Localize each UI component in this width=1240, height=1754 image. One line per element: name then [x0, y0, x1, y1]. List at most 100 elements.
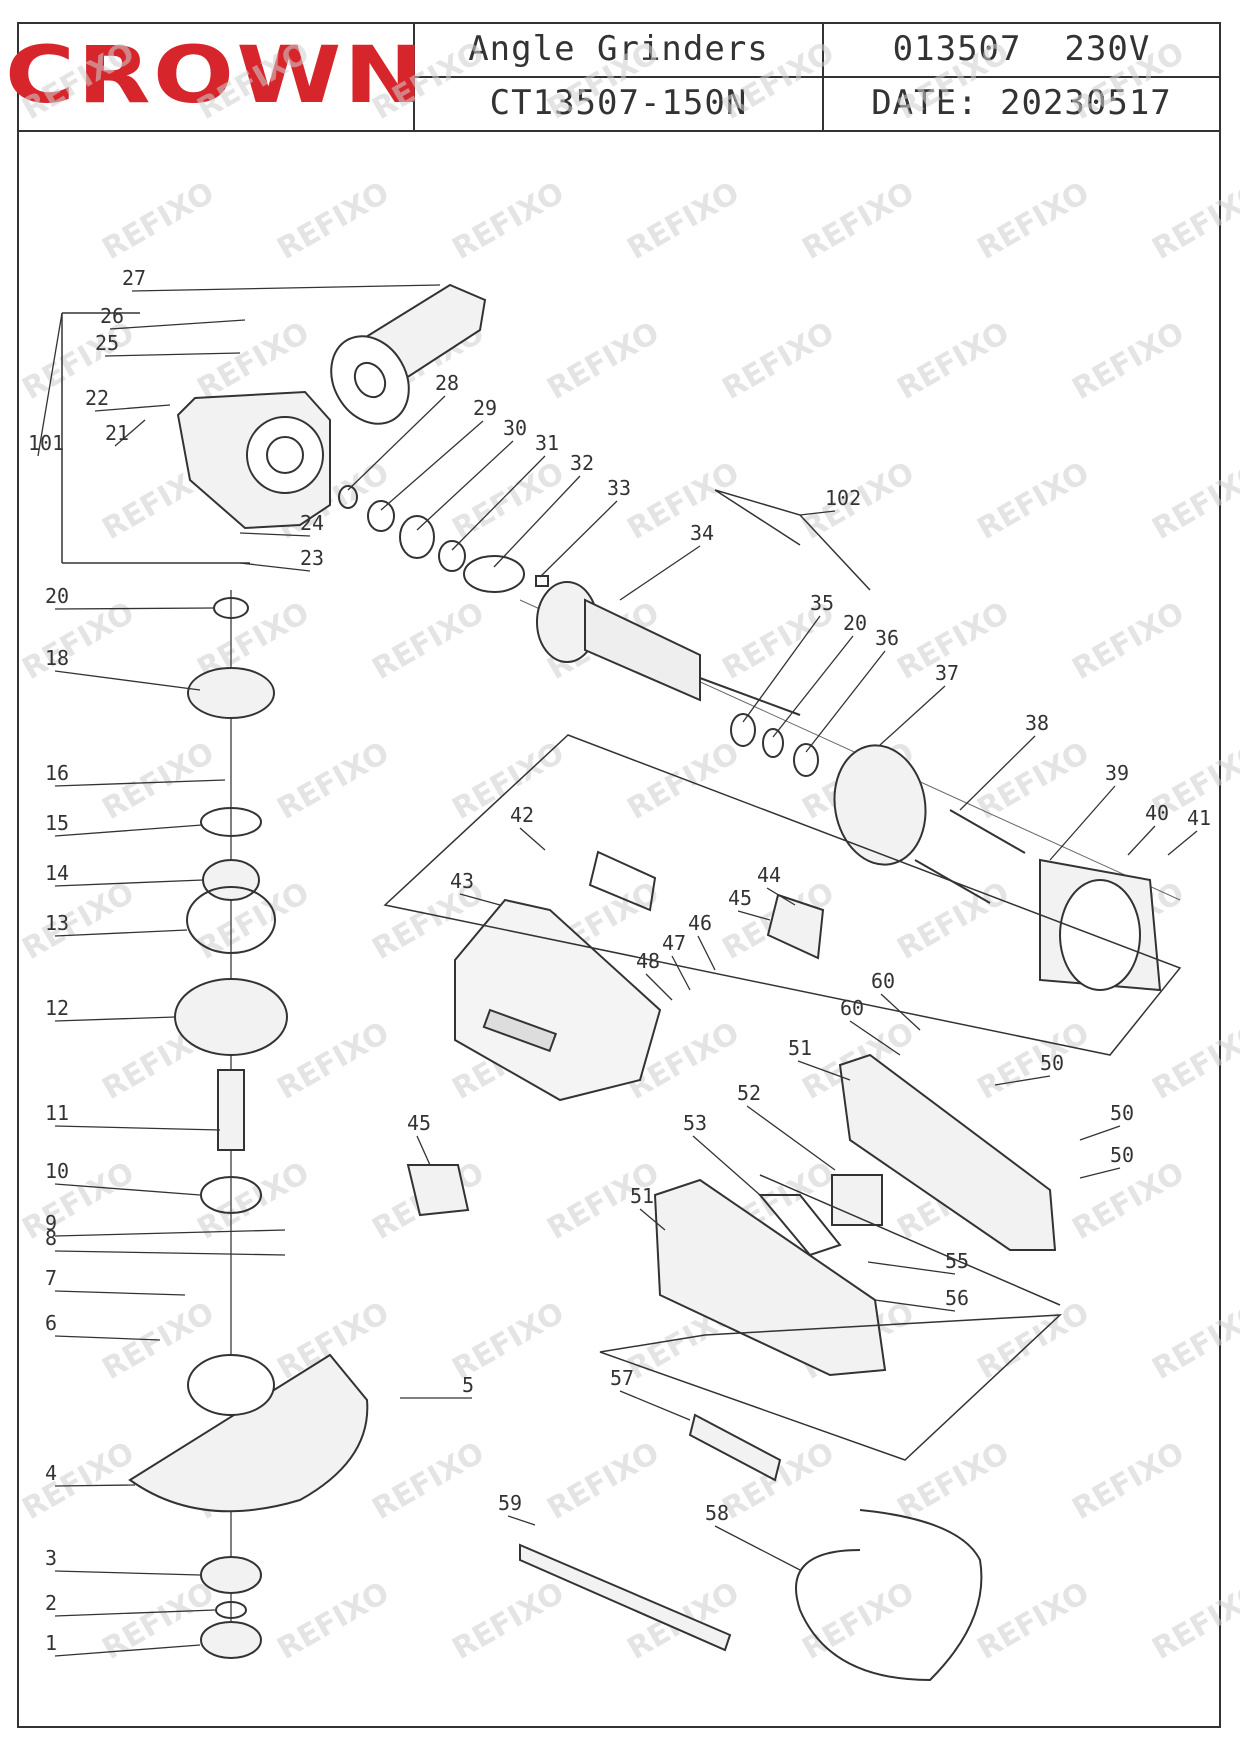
watermark: REFIXO [622, 735, 746, 827]
part-label: 60 [840, 996, 864, 1020]
leader-line [746, 1105, 836, 1171]
part-label: 20 [45, 584, 69, 608]
side-handle [330, 283, 487, 425]
leader-line [994, 1075, 1051, 1086]
part-44 [766, 893, 825, 960]
part-label: 28 [435, 371, 459, 395]
watermark: REFIXO [1147, 1295, 1240, 1387]
part-38 [949, 809, 1026, 854]
part-label: 44 [757, 863, 781, 887]
leader-line [54, 1335, 161, 1341]
leader-line [619, 1390, 691, 1421]
leader-line [1079, 1125, 1121, 1141]
leader-line [799, 510, 836, 516]
part-label: 1 [45, 1631, 57, 1655]
part-label: 7 [45, 1266, 57, 1290]
watermark: REFIXO [797, 175, 921, 267]
part-label: 5 [462, 1373, 474, 1397]
wheel-guard [128, 1353, 369, 1513]
spanner-wrench [519, 1543, 732, 1652]
part-label: 45 [728, 886, 752, 910]
part-14 [202, 859, 260, 901]
group-box-handle [759, 1174, 1061, 1306]
part-label: 31 [535, 431, 559, 455]
leader-line [131, 284, 441, 292]
part-label: 48 [636, 949, 660, 973]
part-label: 39 [1105, 761, 1129, 785]
leader-line [54, 1290, 186, 1296]
group-box-lower [599, 1314, 1063, 1461]
cable-boot [688, 1413, 782, 1482]
part-30 [399, 515, 435, 559]
leader-line [737, 910, 771, 921]
part-label: 15 [45, 811, 69, 835]
motor-housing [454, 898, 662, 1102]
watermark: REFIXO [17, 35, 141, 127]
part-label: 30 [503, 416, 527, 440]
watermark: REFIXO [1067, 595, 1191, 687]
part-label: 23 [300, 546, 324, 570]
part-53 [757, 1194, 842, 1257]
product-title: Angle Grinders [468, 29, 769, 69]
watermark: REFIXO [892, 1435, 1016, 1527]
part-28 [338, 485, 358, 509]
part-label: 3 [45, 1546, 57, 1570]
watermark: REFIXO [447, 735, 571, 827]
part-label: 102 [825, 486, 861, 510]
leader-line [54, 929, 188, 937]
part-29 [367, 500, 395, 532]
leader-line [104, 352, 241, 357]
part-label: 58 [705, 1501, 729, 1525]
part-label: 42 [510, 803, 534, 827]
watermark: REFIXO [1067, 315, 1191, 407]
watermark: REFIXO [1067, 1155, 1191, 1247]
part-42 [588, 850, 657, 912]
part-label: 41 [1187, 806, 1211, 830]
part-label: 22 [85, 386, 109, 410]
leader-line [645, 973, 673, 1001]
part-label: 16 [45, 761, 69, 785]
watermark: REFIXO [1147, 175, 1240, 267]
watermark: REFIXO [272, 175, 396, 267]
rear-handle-left [653, 1178, 887, 1377]
part-label: 51 [630, 1184, 654, 1208]
leader-line [54, 1484, 136, 1487]
leader-line [54, 1570, 201, 1576]
watermark: REFIXO [17, 1435, 141, 1527]
part-label: 27 [122, 266, 146, 290]
part-1 [200, 1621, 262, 1659]
watermark: REFIXO [972, 1295, 1096, 1387]
part-label: 50 [1040, 1051, 1064, 1075]
watermark: REFIXO [972, 1015, 1096, 1107]
title-block: CROWN Angle Grinders CT13507-150N 013507… [5, 22, 1221, 132]
watermark: REFIXO [1067, 35, 1191, 127]
leader-line [742, 615, 821, 723]
watermark: REFIXO [892, 875, 1016, 967]
watermark-layer: REFIXO REFIXO REFIXO REFIXO REFIXO REFIXO REFI… [17, 35, 1240, 1667]
watermark: REFIXO [192, 35, 316, 127]
guard-clamp [187, 1354, 275, 1416]
leader-line [451, 455, 546, 551]
watermark: REFIXO [972, 175, 1096, 267]
watermark: REFIXO [97, 1575, 221, 1667]
part-20b [762, 728, 784, 758]
model-number: CT13507-150N [489, 83, 748, 123]
leader-line [714, 1525, 801, 1571]
part-35 [730, 713, 756, 747]
part-label: 25 [95, 331, 119, 355]
part-label: 56 [945, 1286, 969, 1310]
leader-line [507, 1515, 536, 1526]
leader-line [874, 1299, 956, 1312]
part-label: 12 [45, 996, 69, 1020]
leader-line [880, 993, 921, 1031]
part-label-layer: 1011021234567891011121314151618202122232… [28, 266, 1211, 1655]
part-32 [463, 555, 525, 593]
leader-line [54, 824, 203, 837]
leader-line [416, 1135, 431, 1166]
leader-line [54, 1609, 216, 1617]
part-label: 20 [843, 611, 867, 635]
leader-line [94, 404, 171, 412]
watermark: REFIXO [447, 1575, 571, 1667]
part-label: 14 [45, 861, 69, 885]
part-label: 36 [875, 626, 899, 650]
